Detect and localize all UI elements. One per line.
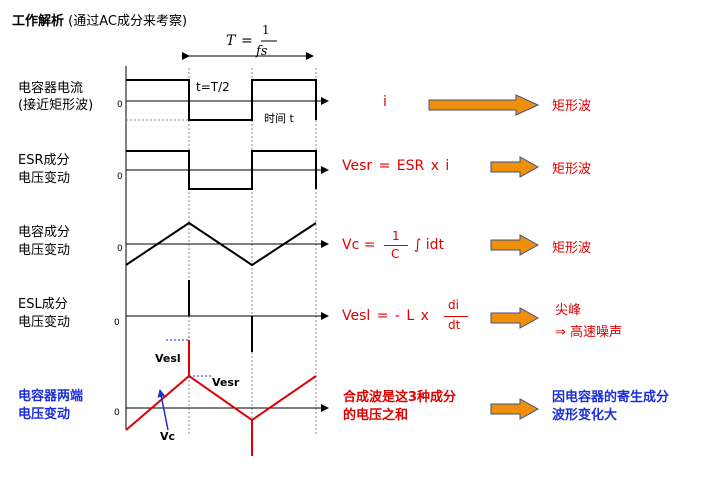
row4-result-arrow [490, 307, 540, 329]
period-equals: = [241, 33, 253, 49]
row5-zero-label: 0 [114, 408, 120, 418]
period-numerator: 1 [262, 23, 270, 37]
row2-result-arrow [490, 156, 540, 178]
period-denominator: fs [256, 44, 268, 59]
row1-name: 电容器电流(接近矩形波) [18, 81, 94, 113]
vc-marker-label: Vc [160, 430, 176, 443]
row2-result: 矩形波 [552, 162, 592, 177]
vesr-marker-label: Vesr [212, 376, 240, 389]
capacitance-waveform [125, 221, 317, 267]
time-label: 时间 t [264, 112, 294, 125]
row1-zero-label: 0 [117, 100, 123, 110]
page-title: 工作解析 (通过AC成分来考察) [12, 10, 187, 29]
vc-pointer-arrow [157, 389, 169, 431]
current-waveform [126, 79, 317, 121]
row2-zero-label: 0 [117, 172, 123, 182]
row3-name: 电容成分电压变动 [18, 225, 71, 258]
esr-waveform [126, 150, 317, 190]
row5-name: 电容器两端电压变动 [18, 389, 84, 422]
row3-result-arrow [490, 234, 540, 256]
row1-result-arrow [428, 94, 540, 116]
period-symbol: T [226, 33, 236, 49]
title-bold: 工作解析 [12, 14, 65, 29]
title-subtitle: (通过AC成分来考察) [68, 14, 188, 29]
row2-formula: Vesr = ESR x i [342, 158, 450, 174]
row4-zero-label: 0 [114, 318, 120, 328]
row1-result: 矩形波 [552, 99, 592, 114]
row5-result-arrow [490, 398, 540, 420]
row2-name: ESR成分电压变动 [18, 153, 71, 186]
row4-result: 尖峰⇒ 高速噪声 [555, 303, 623, 340]
row3-zero-label: 0 [117, 244, 123, 254]
row1-formula: i [383, 94, 387, 110]
row3-result: 矩形波 [552, 241, 592, 256]
combined-waveform [125, 340, 317, 456]
half-period-label: t=T/2 [196, 80, 230, 94]
row5-result: 因电容器的寄生成分波形变化大 [552, 390, 670, 423]
vesl-marker-label: Vesl [155, 352, 181, 365]
row4-name: ESL成分电压变动 [18, 297, 71, 330]
row5-formula: 合成波是这3种成分的电压之和 [343, 390, 457, 423]
